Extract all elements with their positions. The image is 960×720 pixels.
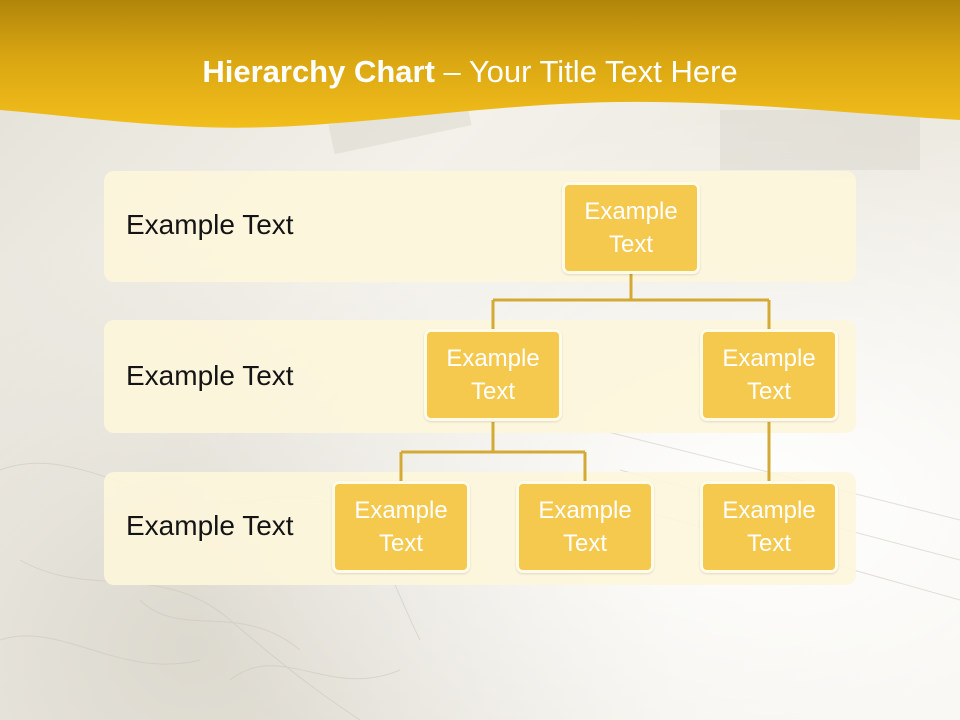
title-banner [0,0,960,128]
title-bold: Hierarchy Chart [202,54,435,89]
node-level2-left[interactable]: Example Text [424,329,562,421]
node-level3-c[interactable]: Example Text [700,481,838,573]
node-root[interactable]: Example Text [562,182,700,274]
title-rest: – Your Title Text Here [434,54,738,89]
level-label-2: Example Text [126,360,294,391]
node-level3-a[interactable]: Example Text [332,481,470,573]
node-level2-right[interactable]: Example Text [700,329,838,421]
page-title: Hierarchy Chart – Your Title Text Here [0,54,940,90]
node-level3-b[interactable]: Example Text [516,481,654,573]
level-label-3: Example Text [126,510,294,541]
level-band-1: Example Text [104,171,856,282]
level-label-1: Example Text [126,209,294,240]
